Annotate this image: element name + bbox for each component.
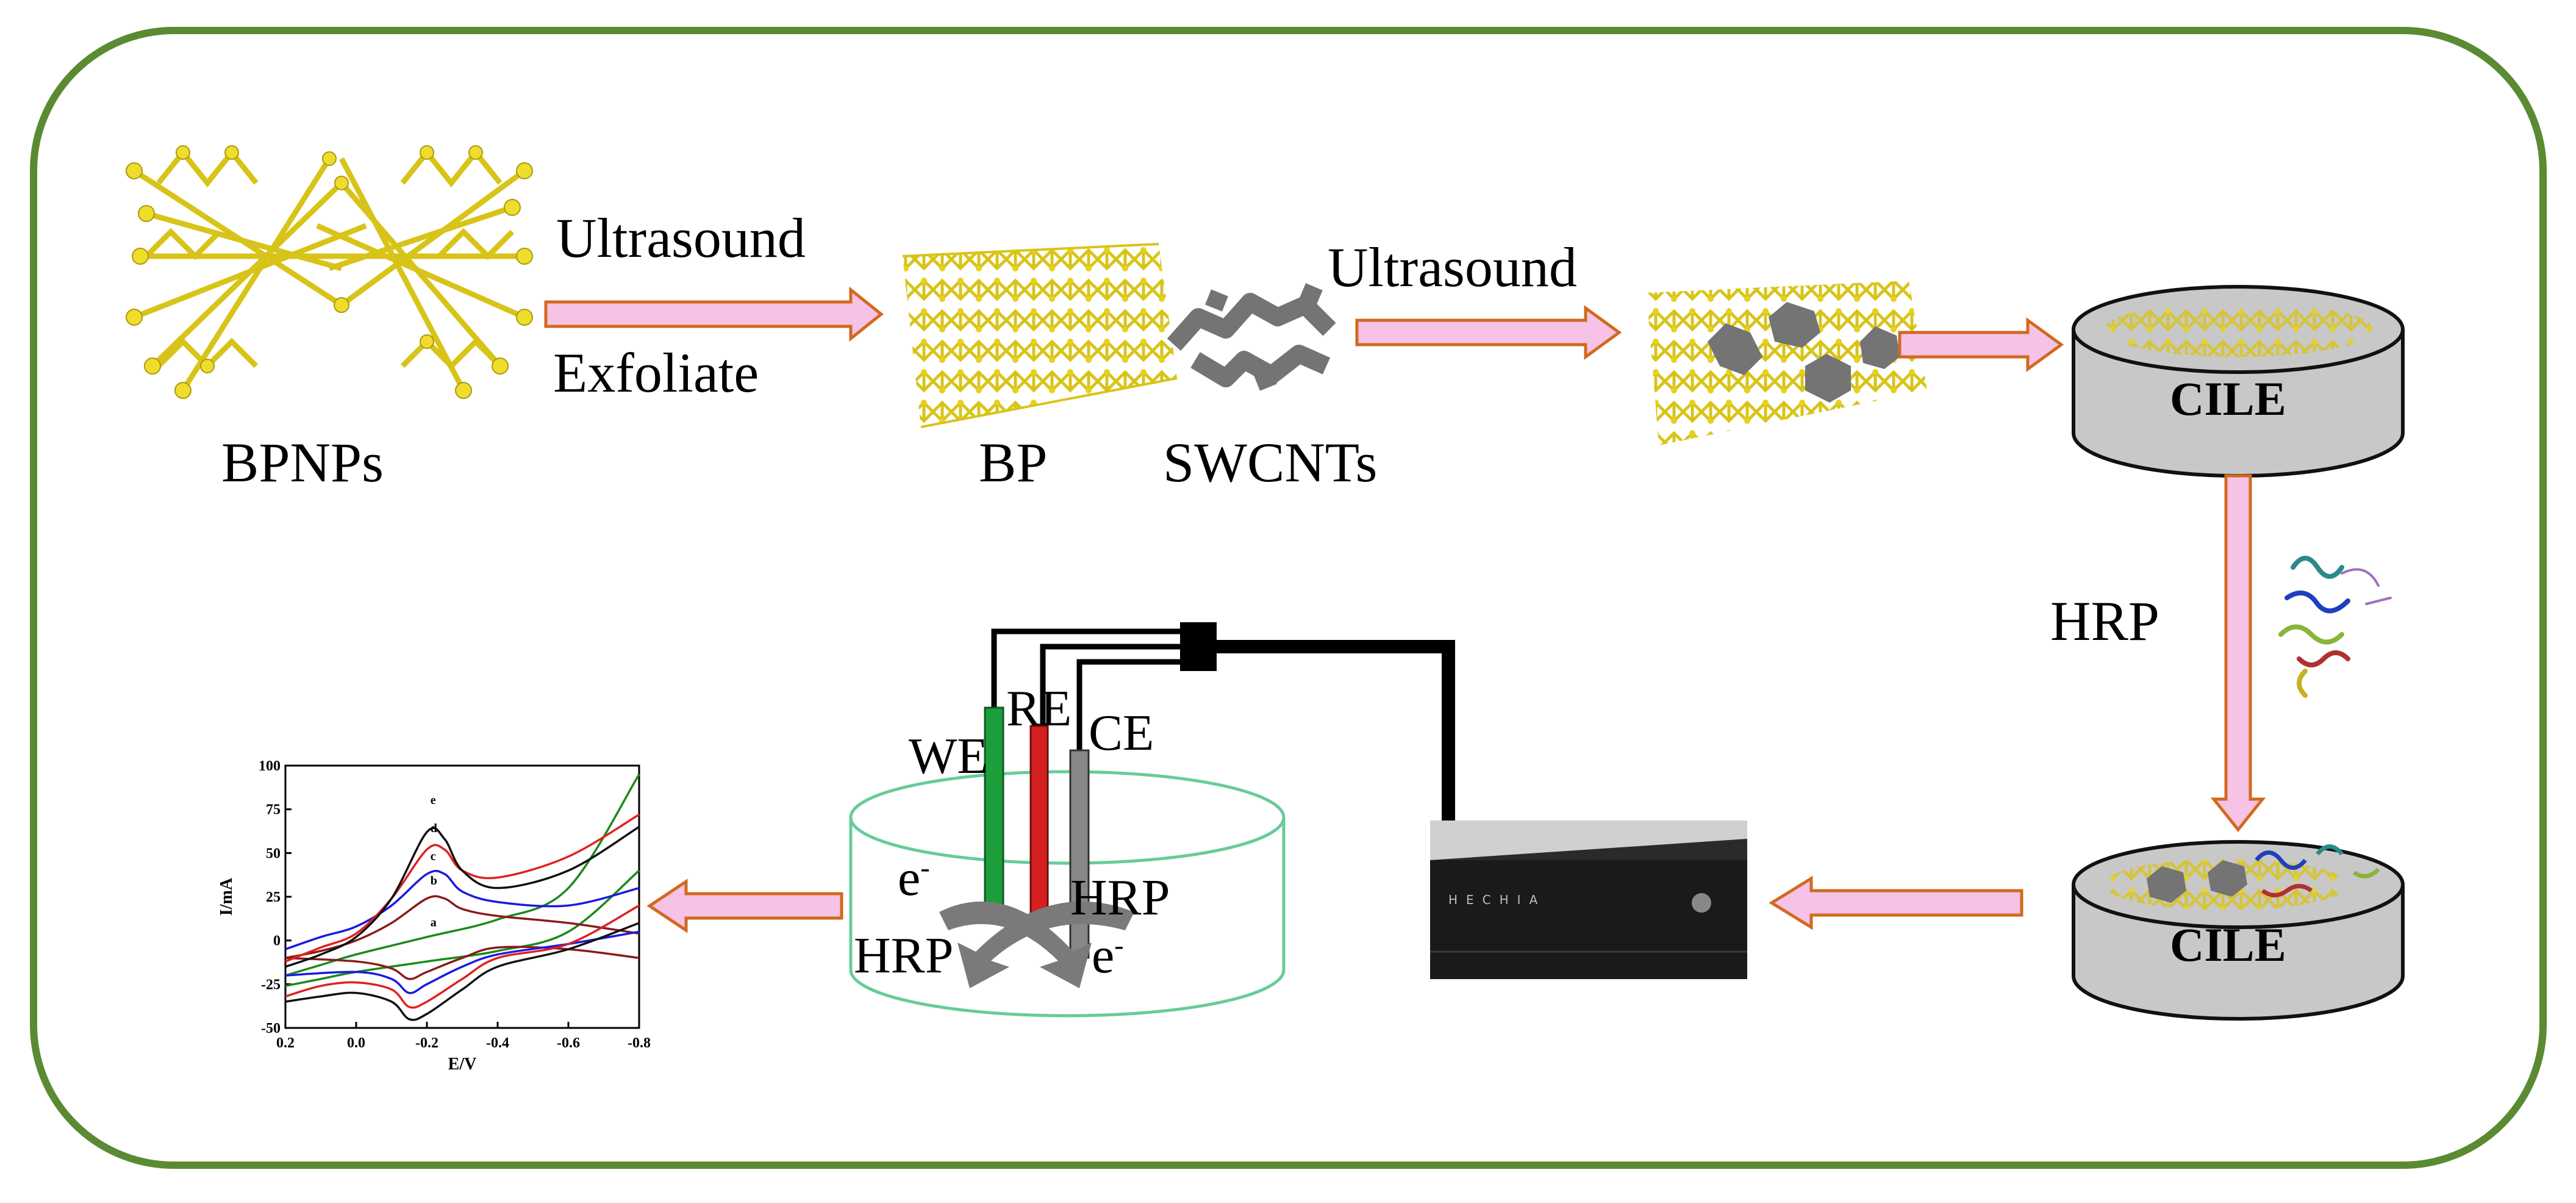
cv-x-tick-label: -0.4 — [486, 1035, 509, 1051]
label-ultrasound-2: Ultrasound — [1328, 236, 1577, 298]
bpnps-structure — [126, 145, 533, 399]
cv-y-tick-label: 25 — [266, 889, 281, 905]
bp-swcnt-composite — [1647, 281, 1927, 445]
arrow-to-instrument — [1769, 875, 2023, 930]
cv-curve-label: e — [431, 794, 436, 807]
cv-y-tick-label: 0 — [273, 933, 281, 949]
arrow-to-cile — [1898, 317, 2064, 372]
label-re: RE — [1006, 680, 1072, 737]
label-exfoliate: Exfoliate — [553, 342, 759, 404]
cv-curve-d-reverse — [285, 904, 640, 1009]
cv-curve-b-reverse — [285, 946, 640, 980]
label-hrp-side: HRP — [2050, 590, 2159, 652]
cv-x-tick-label: -0.8 — [628, 1035, 651, 1051]
hrp-protein — [2278, 556, 2392, 698]
cv-curve-a-forward — [285, 774, 640, 977]
cv-x-axis-label: E/V — [448, 1055, 477, 1074]
cv-chart: 0.2 0.0 -0.2 -0.4 -0.6 -0.8 100 75 50 25 0 -25 -50E/… — [217, 758, 651, 1074]
label-ce: CE — [1089, 705, 1154, 761]
electrode-leads — [991, 628, 1180, 750]
cv-x-tick-label: 0.0 — [347, 1035, 365, 1051]
label-we: WE — [909, 728, 989, 785]
cv-curve-a-reverse — [285, 869, 640, 987]
bp-sheet — [902, 243, 1178, 428]
cv-curve-label: a — [431, 916, 437, 930]
cv-curve-label: d — [431, 822, 437, 835]
cv-curve-c-forward — [285, 869, 640, 950]
swcnts-structure — [1167, 283, 1336, 391]
arrow-exfoliate — [544, 286, 884, 342]
cv-y-tick-label: 100 — [259, 758, 281, 774]
label-electron-right: e- — [1092, 927, 1124, 984]
label-hrp-right: HRP — [1070, 869, 1170, 926]
arrow-to-cv — [646, 878, 843, 933]
label-electron-left: e- — [898, 850, 930, 907]
cv-curve-label: c — [431, 850, 436, 863]
label-ultrasound-1: Ultrasound — [556, 207, 806, 269]
cv-curve-e-reverse — [285, 922, 640, 1021]
label-cile-bottom: CILE — [2170, 918, 2286, 971]
cv-y-tick-label: 75 — [266, 802, 281, 818]
arrow-ultrasound-mix — [1355, 305, 1622, 360]
label-hrp-left: HRP — [854, 927, 954, 984]
counter-electrode — [1069, 749, 1090, 959]
label-bpnps: BPNPs — [221, 431, 384, 494]
cv-curve-e-forward — [285, 825, 640, 968]
cv-y-tick-label: -25 — [261, 977, 281, 993]
cable — [1214, 640, 1455, 821]
label-bp: BP — [979, 431, 1048, 494]
reference-electrode — [1029, 725, 1049, 928]
cv-x-tick-label: -0.2 — [415, 1035, 438, 1051]
electron-transfer-arrows — [939, 901, 1134, 988]
cile-electrode-bottom — [2072, 840, 2405, 1021]
cv-y-axis-label: I/mA — [217, 877, 236, 916]
cv-curve-d-forward — [285, 813, 640, 963]
cv-y-tick-label: 50 — [266, 846, 281, 861]
cable-connector — [1180, 622, 1217, 671]
label-cile-top: CILE — [2170, 372, 2286, 425]
cv-curve-c-reverse — [285, 930, 640, 994]
cv-y-tick-label: -50 — [261, 1021, 281, 1036]
instrument-brand: HECHIA — [1448, 892, 1546, 907]
cv-x-tick-label: -0.6 — [557, 1035, 580, 1051]
cv-x-tick-label: 0.2 — [276, 1035, 295, 1051]
arrow-hrp-immobilize — [2210, 474, 2266, 833]
cv-curve-label: b — [431, 874, 437, 888]
label-swcnts: SWCNTs — [1163, 431, 1378, 494]
electrochemical-workstation: HECHIA — [1430, 821, 1747, 979]
